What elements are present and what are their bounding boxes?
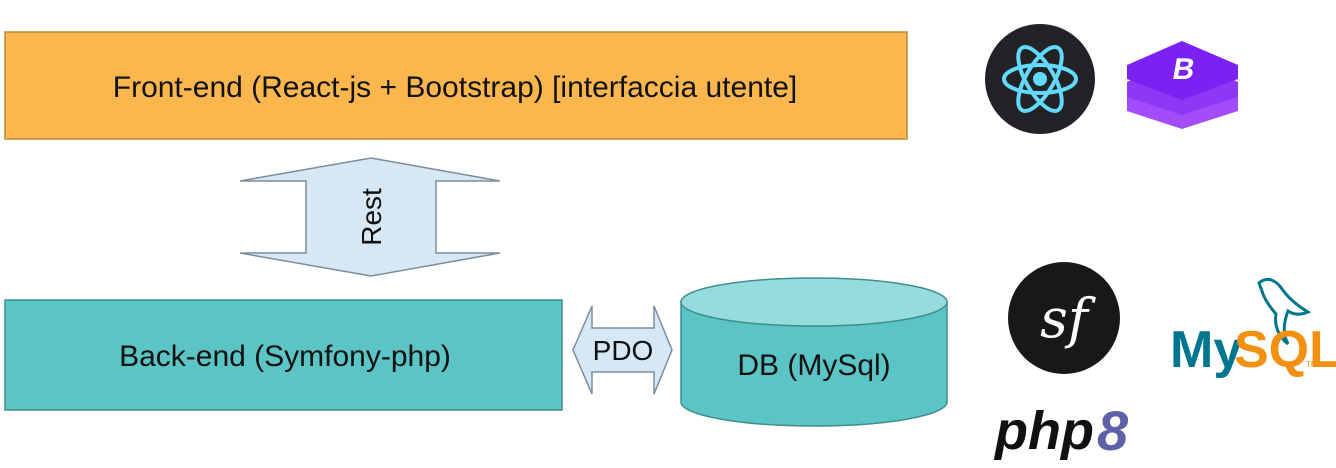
react-icon-orbit: [1016, 45, 1064, 113]
symfony-icon: sf: [1008, 262, 1120, 374]
react-icon-orbit: [1016, 45, 1064, 113]
react-icon-core: [1033, 72, 1047, 86]
mysql-logo-sql: SQL: [1234, 321, 1336, 379]
pdo-label: PDO: [593, 335, 654, 366]
database-cylinder-top: [680, 277, 948, 327]
mysql-logo-my: My: [1170, 321, 1242, 379]
frontend-label: Front-end (React-js + Bootstrap) [interf…: [113, 71, 797, 104]
react-icon: [985, 24, 1095, 134]
backend-box-rect: [4, 299, 563, 411]
mysql-dolphin-icon: [1257, 277, 1312, 346]
rest-arrow: Rest: [239, 157, 501, 277]
bootstrap-icon: B: [1127, 41, 1238, 129]
frontend-box-rect: [4, 31, 908, 140]
rest-label: Rest: [356, 188, 387, 246]
database-cylinder-body: [680, 301, 948, 427]
php-icon: php 8: [993, 399, 1129, 462]
react-icon-orbit: [1002, 63, 1078, 95]
mysql-trademark: TM: [1306, 360, 1318, 369]
pdo-arrow-shape: [572, 305, 673, 395]
database-label: DB (MySql): [737, 349, 890, 382]
mysql-icon: My SQL TM: [1170, 277, 1336, 379]
bootstrap-icon-layer: [1127, 41, 1238, 100]
pdo-arrow: PDO: [572, 305, 673, 395]
frontend-box: Front-end (React-js + Bootstrap) [interf…: [4, 31, 908, 140]
rest-arrow-shape: [239, 157, 501, 277]
backend-label: Back-end (Symfony-php): [119, 340, 451, 373]
symfony-icon-background: [1008, 262, 1120, 374]
php-version-text: 8: [1097, 399, 1129, 462]
backend-box: Back-end (Symfony-php): [4, 299, 563, 411]
database-cylinder: DB (MySql): [680, 277, 948, 427]
symfony-icon-letters: sf: [1040, 287, 1096, 350]
php-logo-text: php: [993, 401, 1094, 461]
